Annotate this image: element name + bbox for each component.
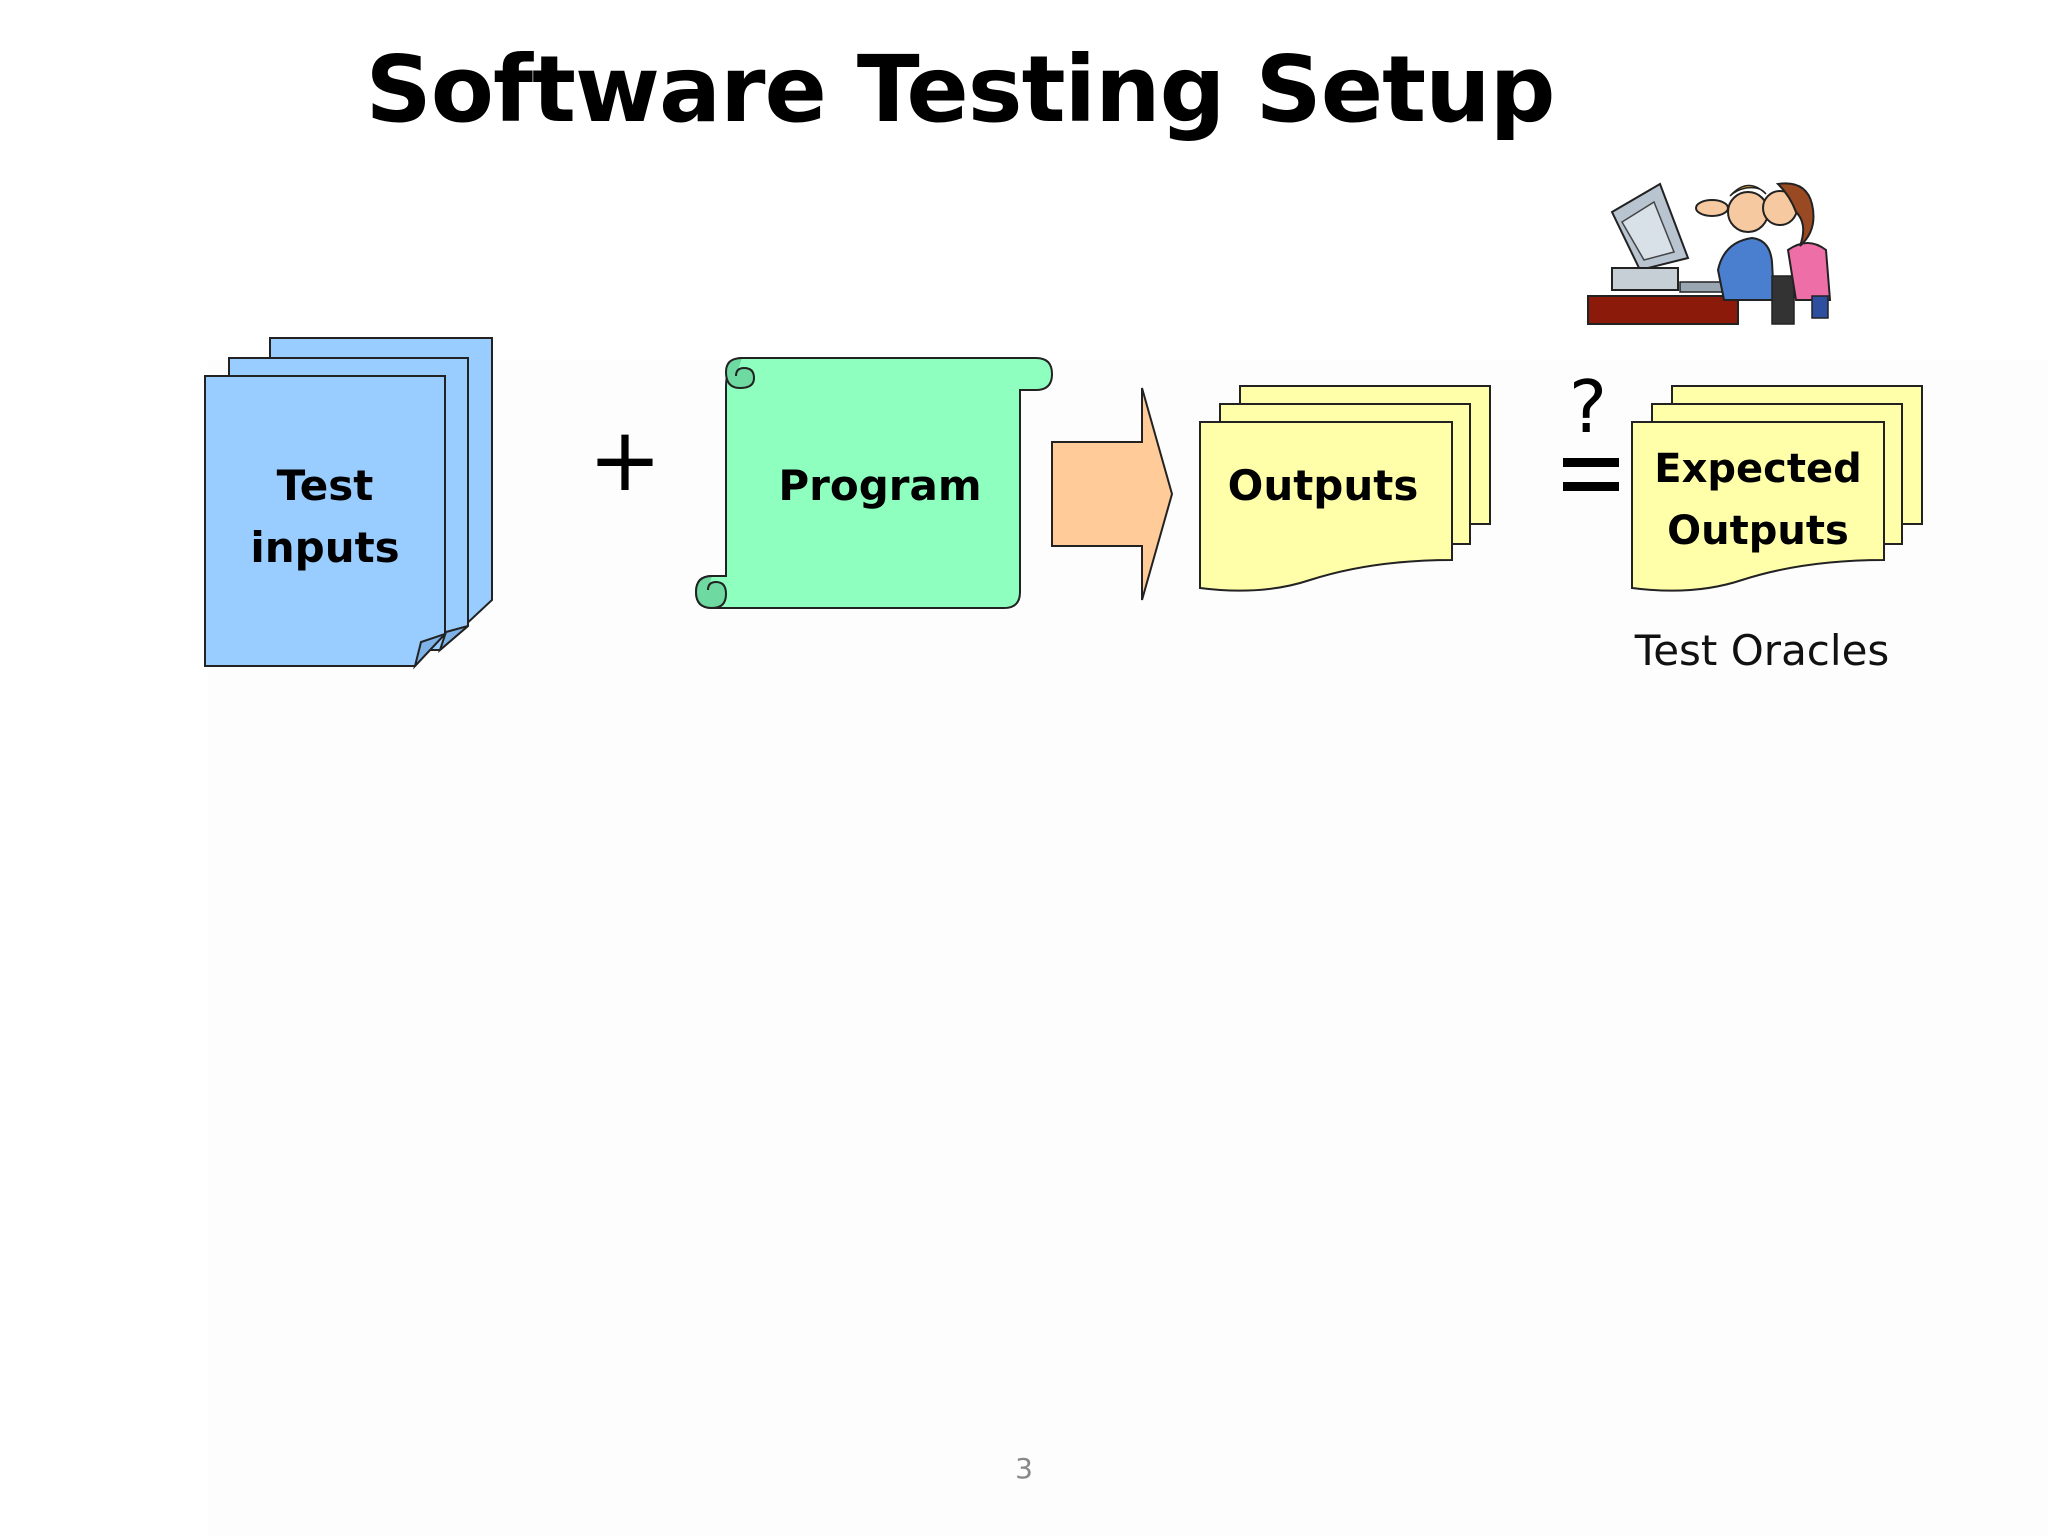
expected-page-front [1631,421,1885,592]
test-inputs-page-curl-middle [437,625,469,654]
test-inputs-label-line1: Test [277,461,374,510]
computer-base [1611,267,1679,291]
people-at-computer-cartoon-icon [1587,182,1832,325]
expected-outputs-label-line1: Expected [1654,446,1861,492]
woman-body [1786,242,1832,301]
program-label: Program [778,461,981,510]
program-scroll-top-curl [724,357,756,390]
question-mark: ? [1569,365,1607,449]
expected-outputs-label-line2: Outputs [1667,508,1849,554]
test-inputs-label-line2: inputs [250,523,399,572]
man-hair [1729,184,1767,197]
equals-bar-top [1563,458,1619,467]
man-body [1716,236,1776,301]
test-inputs-page-front [204,375,446,667]
chair [1771,275,1795,325]
page-number: 3 [1015,1452,1033,1485]
equals-bar-bottom [1563,482,1619,491]
slide-title: Software Testing Setup [365,36,1556,143]
outputs-label: Outputs [1228,461,1419,510]
outputs-page-front [1199,421,1453,592]
man-head [1727,191,1769,233]
desk [1587,295,1739,325]
keyboard [1679,281,1725,293]
test-inputs-document-stack: Test inputs [204,337,493,670]
monitor-screen [1620,200,1676,261]
man-nose [1695,199,1729,217]
program-scroll: Program [694,357,1054,610]
test-inputs-page-curl [413,633,446,670]
woman-legs [1811,295,1829,319]
outputs-document-stack: Outputs [1199,385,1491,592]
expected-outputs-document-stack: Expected Outputs [1631,385,1923,592]
plus-symbol: + [588,408,662,511]
test-oracles-caption: Test Oracles [1634,626,1890,675]
process-arrow [1051,387,1174,601]
woman-hair [1775,182,1815,247]
program-scroll-bottom-curl [694,575,728,610]
